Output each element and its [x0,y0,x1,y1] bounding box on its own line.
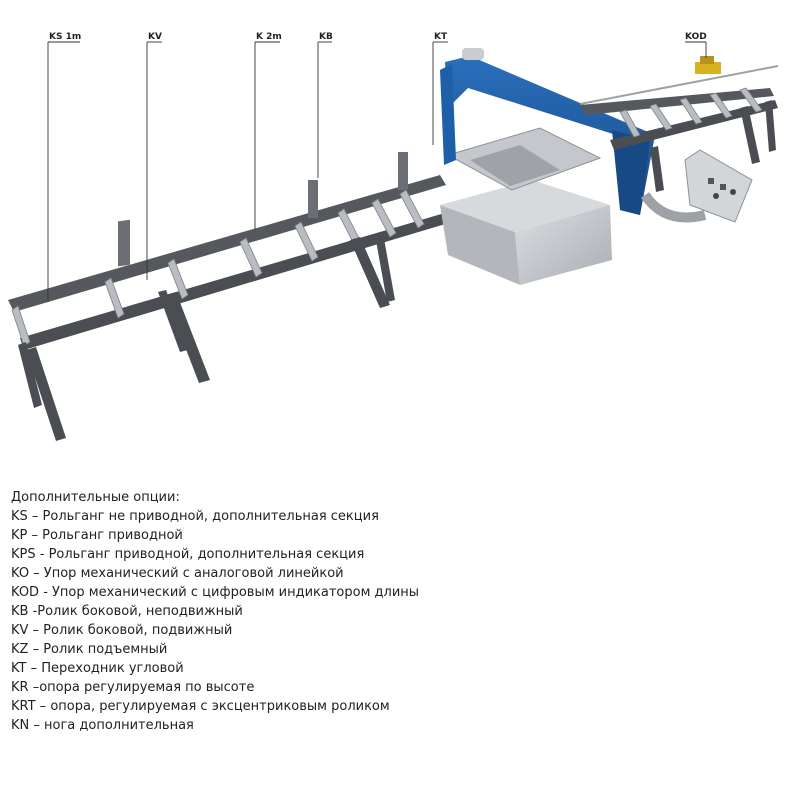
legend-item: KZ – Ролик подъемный [11,642,168,657]
legend-item: KN – нога дополнительная [11,718,194,733]
legend-item: KRT – опора, регулируемая с эксцентриков… [11,699,390,714]
infeed-legs [18,233,395,441]
legend-item: KR –опора регулируемая по высоте [11,680,255,695]
legend-item: KOD - Упор механический с цифровым индик… [11,585,420,600]
infeed-conveyor [8,152,452,441]
legend-item: KV – Ролик боковой, подвижный [11,623,233,638]
legend-item: KP – Рольганг приводной [11,528,183,543]
callout-ks1m: KS 1m [49,32,81,42]
legend-item: KS – Рольганг не приводной, дополнительн… [11,509,379,524]
callout-kv: KV [148,32,162,42]
control-panel-icon [684,149,753,223]
outfeed-conveyor [579,56,779,192]
legend-item: KT – Переходник угловой [11,661,184,676]
legend-heading: Дополнительные опции: [11,490,180,505]
callout-kod: KOD [685,32,707,42]
legend-item: KPS - Рольганг приводной, дополнительная… [11,547,365,562]
callout-kb: KB [319,32,333,42]
length-stop-icon [579,56,779,105]
callout-k2m: K 2m [256,32,282,42]
callout-kt: KT [434,32,448,42]
options-legend: Дополнительные опции: KS – Рольганг не п… [11,488,419,735]
legend-item: KO – Упор механический с аналоговой лине… [11,566,344,581]
callouts [47,41,707,302]
machine-diagram: KS 1m KV K 2m KB KT KOD [8,32,779,441]
bandsaw-machine-icon [440,48,707,285]
legend-item: KB -Ролик боковой, неподвижный [11,604,243,619]
side-roller-icon [118,152,408,267]
